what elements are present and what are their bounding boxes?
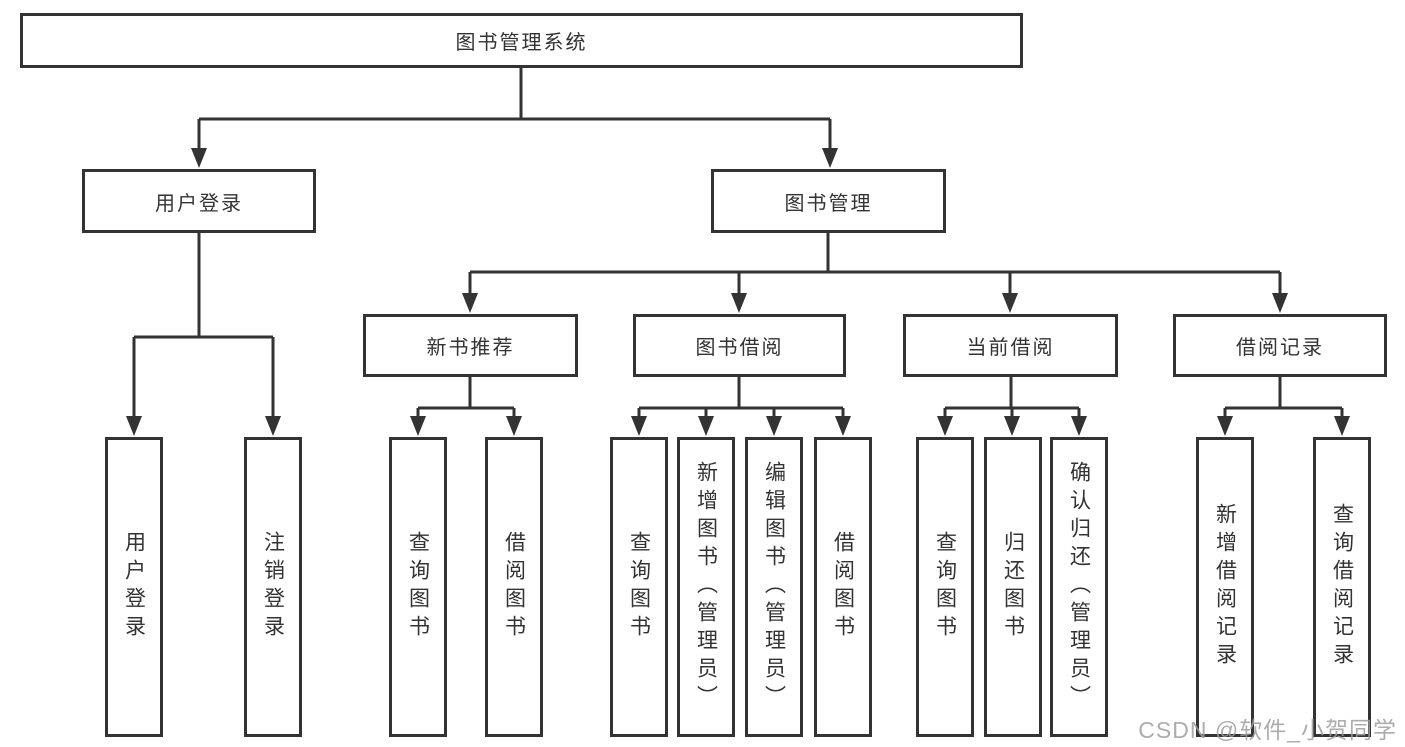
leaf-user-login-label: 用户登录 <box>122 531 146 643</box>
leaf-return-book-label: 归还图书 <box>1001 531 1025 643</box>
node-new-book-recommend-label: 新书推荐 <box>426 337 515 359</box>
node-book-borrowing-label: 图书借阅 <box>695 337 784 359</box>
leaf-add-borrow-record-label: 新增借阅记录 <box>1213 503 1237 671</box>
leaf-confirm-return-admin-label: 确认归还（管理员） <box>1067 461 1091 713</box>
node-root-library-system: 图书管理系统 <box>20 13 1023 68</box>
node-borrowing-records: 借阅记录 <box>1173 314 1387 377</box>
leaf-edit-book-admin: 编辑图书（管理员） <box>745 437 803 737</box>
node-user-login-label: 用户登录 <box>155 192 243 215</box>
leaf-return-book: 归还图书 <box>984 437 1042 737</box>
leaf-edit-book-admin-label: 编辑图书（管理员） <box>762 461 786 713</box>
leaf-add-book-admin: 新增图书（管理员） <box>677 437 735 737</box>
csdn-watermark: CSDN @软件_小贺同学 <box>1138 717 1397 743</box>
node-book-management: 图书管理 <box>711 169 946 233</box>
node-user-login: 用户登录 <box>82 169 316 233</box>
node-book-management-label: 图书管理 <box>784 192 873 215</box>
leaf-confirm-return-admin: 确认归还（管理员） <box>1050 437 1108 737</box>
leaf-query-borrow-record-label: 查询借阅记录 <box>1330 503 1354 671</box>
leaf-borrow-book-recommend: 借阅图书 <box>485 437 543 737</box>
leaf-borrow-book-borrowing-label: 借阅图书 <box>831 531 855 643</box>
leaf-logout: 注销登录 <box>244 437 302 737</box>
leaf-query-book-borrowing-label: 查询图书 <box>627 531 651 643</box>
node-new-book-recommend: 新书推荐 <box>363 314 578 377</box>
leaf-user-login: 用户登录 <box>105 437 163 737</box>
leaf-query-book-borrowing: 查询图书 <box>610 437 668 737</box>
leaf-query-book-current: 查询图书 <box>916 437 974 737</box>
leaf-borrow-book-recommend-label: 借阅图书 <box>502 531 526 643</box>
leaf-logout-label: 注销登录 <box>261 531 285 643</box>
node-borrowing-records-label: 借阅记录 <box>1236 337 1324 359</box>
node-current-borrowing: 当前借阅 <box>903 314 1118 377</box>
leaf-query-book-current-label: 查询图书 <box>933 531 957 643</box>
node-current-borrowing-label: 当前借阅 <box>966 337 1055 359</box>
leaf-query-borrow-record: 查询借阅记录 <box>1313 437 1371 737</box>
leaf-add-borrow-record: 新增借阅记录 <box>1196 437 1254 737</box>
leaf-borrow-book-borrowing: 借阅图书 <box>814 437 872 737</box>
leaf-query-book-recommend-label: 查询图书 <box>406 531 430 643</box>
node-book-borrowing: 图书借阅 <box>633 314 846 377</box>
leaf-add-book-admin-label: 新增图书（管理员） <box>694 461 718 713</box>
node-root-label: 图书管理系统 <box>455 32 588 54</box>
leaf-query-book-recommend: 查询图书 <box>389 437 447 737</box>
